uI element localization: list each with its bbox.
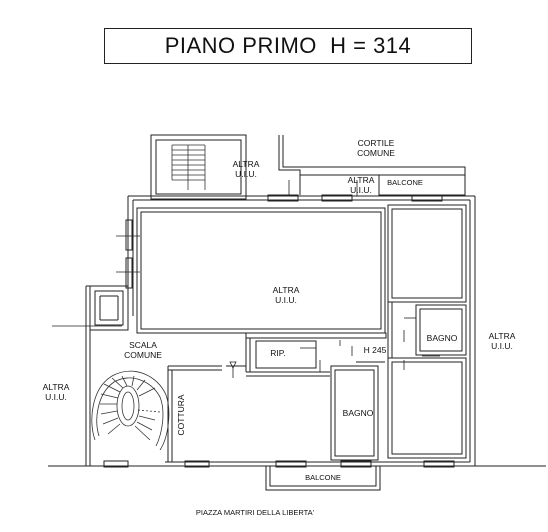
- altra-uiu-top-mid-label: ALTRA U.I.U.: [348, 175, 375, 195]
- balcone-bottom-walls: [266, 466, 380, 490]
- h245-label: H 245: [363, 345, 387, 355]
- altra-uiu-left-line2: U.I.U.: [45, 392, 67, 402]
- altra-uiu-right-line1: ALTRA: [488, 331, 516, 341]
- altra-uiu-right-label: ALTRA U.I.U.: [489, 331, 516, 351]
- altra-uiu-top-left-line2: U.I.U.: [235, 169, 257, 179]
- rip-label: RIP.: [270, 348, 286, 358]
- cortile-label: CORTILE COMUNE: [357, 138, 395, 158]
- spiral-stair: [92, 371, 169, 450]
- altra-uiu-center-label: ALTRA U.I.U.: [273, 285, 300, 305]
- right-rooms-walls: [388, 205, 466, 458]
- windows: [104, 195, 454, 467]
- cottura-label: COTTURA: [176, 394, 186, 436]
- cortile-label-line1: CORTILE: [357, 138, 395, 148]
- outer-walls: [48, 135, 546, 466]
- altra-uiu-top-left-label: ALTRA U.I.U.: [233, 159, 260, 179]
- balcone-bottom-label: BALCONE: [305, 473, 341, 482]
- scala-walls: [86, 286, 128, 466]
- balcone-top-label: BALCONE: [387, 178, 423, 187]
- top-stair: [172, 145, 205, 190]
- altra-uiu-top-left-line1: ALTRA: [232, 159, 260, 169]
- altra-uiu-top-mid-line1: ALTRA: [347, 175, 375, 185]
- altra-uiu-left-line1: ALTRA: [42, 382, 70, 392]
- altra-uiu-top-mid-line2: U.I.U.: [350, 185, 372, 195]
- scala-comune-line1: SCALA: [129, 340, 157, 350]
- middle-rooms-walls: [246, 333, 386, 460]
- cortile-label-line2: COMUNE: [357, 148, 395, 158]
- altra-uiu-center-line1: ALTRA: [272, 285, 300, 295]
- scala-comune-label: SCALA COMUNE: [124, 340, 162, 360]
- central-room-walls: [137, 208, 385, 333]
- bagno-right-label: BAGNO: [426, 333, 458, 343]
- altra-uiu-center-line2: U.I.U.: [275, 295, 297, 305]
- altra-uiu-left-label: ALTRA U.I.U.: [43, 382, 70, 402]
- altra-uiu-right-line2: U.I.U.: [491, 341, 513, 351]
- piazza-label: PIAZZA MARTIRI DELLA LIBERTA': [195, 508, 315, 517]
- door-ticks: [52, 180, 440, 378]
- bagno-bottom-label: BAGNO: [342, 408, 374, 418]
- page-title: PIANO PRIMO H = 314: [104, 28, 472, 64]
- scala-comune-line2: COMUNE: [124, 350, 162, 360]
- cottura-room-walls: [168, 366, 246, 462]
